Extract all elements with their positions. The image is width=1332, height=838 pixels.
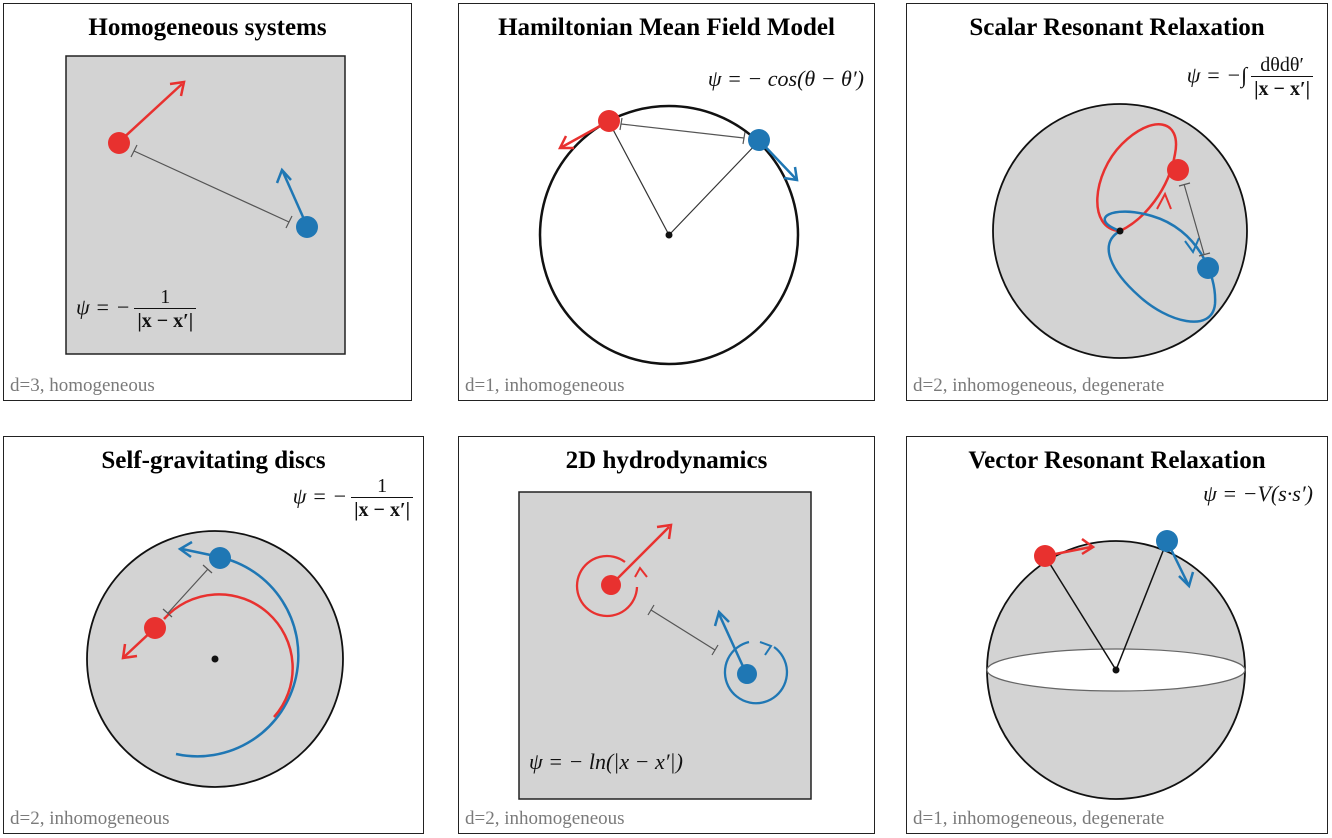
blue-orbit xyxy=(1103,210,1217,323)
interaction-tick xyxy=(742,131,746,145)
disc-diagram xyxy=(86,530,344,788)
blue-arrow-head xyxy=(275,167,292,184)
radius-to-blue xyxy=(668,140,760,236)
potential-formula: ψ = −V(s·s′) xyxy=(1203,481,1313,506)
blue-arrow-head xyxy=(713,609,730,627)
radius-to-red xyxy=(608,121,670,236)
red-orbit xyxy=(163,593,294,718)
red-arrow-head xyxy=(1081,537,1096,556)
interaction-tick xyxy=(1178,182,1191,187)
interaction-tick xyxy=(130,144,138,158)
potential-formula: ψ = −1|x − x′| xyxy=(293,475,413,522)
hmf-diagram xyxy=(538,104,800,366)
panel-2d-hydrodynamics: 2D hydrodynamics ψ = − ln(|x − x′|) d=2,… xyxy=(458,436,875,834)
red-arrow-head xyxy=(121,643,138,660)
vector-to-blue xyxy=(1115,540,1168,671)
red-orbit xyxy=(1096,123,1178,233)
panel-title: Scalar Resonant Relaxation xyxy=(969,14,1265,41)
red-arrow-head xyxy=(557,135,574,150)
red-vortex-ring xyxy=(575,554,639,618)
potential-formula: ψ = − cos(θ − θ′) xyxy=(707,66,864,91)
interaction-tick xyxy=(162,608,173,618)
panel-vector-resonant-relaxation: Vector Resonant Relaxation ψ = −V(s·s′) … xyxy=(906,436,1328,834)
red-particle xyxy=(108,132,130,154)
center-dot xyxy=(1112,666,1120,674)
vector-rr-diagram xyxy=(986,530,1246,800)
blue-vortex-ring xyxy=(723,640,789,705)
hydro-diagram xyxy=(518,491,812,800)
red-velocity-arrow xyxy=(118,83,183,143)
red-particle xyxy=(1034,545,1056,567)
blue-particle xyxy=(296,216,318,238)
center-dot xyxy=(665,231,673,239)
blue-orbit xyxy=(175,555,300,758)
blue-particle xyxy=(1197,257,1219,279)
panel-caption: d=2, inhomogeneous xyxy=(465,808,625,829)
interaction-tick xyxy=(711,644,719,656)
domain-box xyxy=(518,491,812,800)
red-vortex-arrow xyxy=(634,566,648,578)
panel-title: Vector Resonant Relaxation xyxy=(968,447,1266,474)
vector-to-red xyxy=(1044,555,1117,671)
interaction-line xyxy=(620,123,745,139)
panel-title: Hamiltonian Mean Field Model xyxy=(498,14,835,41)
blue-arrow-head xyxy=(783,166,799,182)
blue-particle xyxy=(1156,530,1178,552)
homogeneous-diagram xyxy=(65,55,346,355)
blue-particle xyxy=(748,129,770,151)
red-velocity-arrow xyxy=(611,526,670,585)
interaction-tick xyxy=(647,604,655,616)
potential-formula: ψ = −∫dθdθ′|x − x′| xyxy=(1187,54,1313,101)
center-dot xyxy=(1116,227,1124,235)
blue-particle xyxy=(209,547,231,569)
interaction-tick xyxy=(619,117,623,131)
potential-formula: ψ = − ln(|x − x′|) xyxy=(529,749,683,774)
panel-scalar-resonant-relaxation: Scalar Resonant Relaxation ψ = −∫dθdθ′|x… xyxy=(906,3,1328,401)
interaction-line xyxy=(167,568,209,614)
center-dot xyxy=(211,655,219,663)
red-particle xyxy=(144,617,166,639)
unit-circle xyxy=(538,104,800,366)
blue-arrow-head xyxy=(177,540,193,559)
blue-orbit-arrow xyxy=(1184,237,1200,255)
panel-hamiltonian-mean-field: Hamiltonian Mean Field Model ψ = − cos(θ… xyxy=(458,3,875,401)
panel-title: 2D hydrodynamics xyxy=(565,447,768,474)
red-orbit-arrow xyxy=(1156,191,1172,210)
panel-caption: d=2, inhomogeneous xyxy=(10,808,170,829)
blue-velocity-arrow xyxy=(717,613,748,674)
panel-title: Self-gravitating discs xyxy=(101,447,326,474)
panel-self-gravitating-discs: Self-gravitating discs ψ = −1|x − x′| d=… xyxy=(3,436,424,834)
red-arrow-head xyxy=(169,80,186,97)
scalar-rr-diagram xyxy=(992,103,1248,359)
interaction-line xyxy=(1183,183,1205,255)
interaction-tick xyxy=(1198,252,1211,257)
panel-caption: d=1, inhomogeneous xyxy=(465,375,625,396)
blue-vortex xyxy=(737,664,757,684)
panel-caption: d=2, inhomogeneous, degenerate xyxy=(913,375,1165,396)
interaction-line xyxy=(133,150,290,223)
panel-homogeneous-systems: Homogeneous systems ψ = −1|x − x′| d=3, … xyxy=(3,3,412,401)
panel-caption: d=3, homogeneous xyxy=(10,375,155,396)
potential-formula: ψ = −1|x − x′| xyxy=(76,286,197,333)
panel-title: Homogeneous systems xyxy=(88,14,327,41)
interaction-tick xyxy=(285,215,293,229)
red-particle xyxy=(1167,159,1189,181)
interaction-line xyxy=(650,609,716,651)
blue-arrow-head xyxy=(1178,571,1195,589)
panel-caption: d=1, inhomogeneous, degenerate xyxy=(913,808,1165,829)
interaction-tick xyxy=(202,564,213,574)
red-vortex xyxy=(601,575,621,595)
red-arrow-head xyxy=(656,523,673,540)
red-particle xyxy=(598,110,620,132)
blue-vortex-arrow xyxy=(759,641,773,656)
